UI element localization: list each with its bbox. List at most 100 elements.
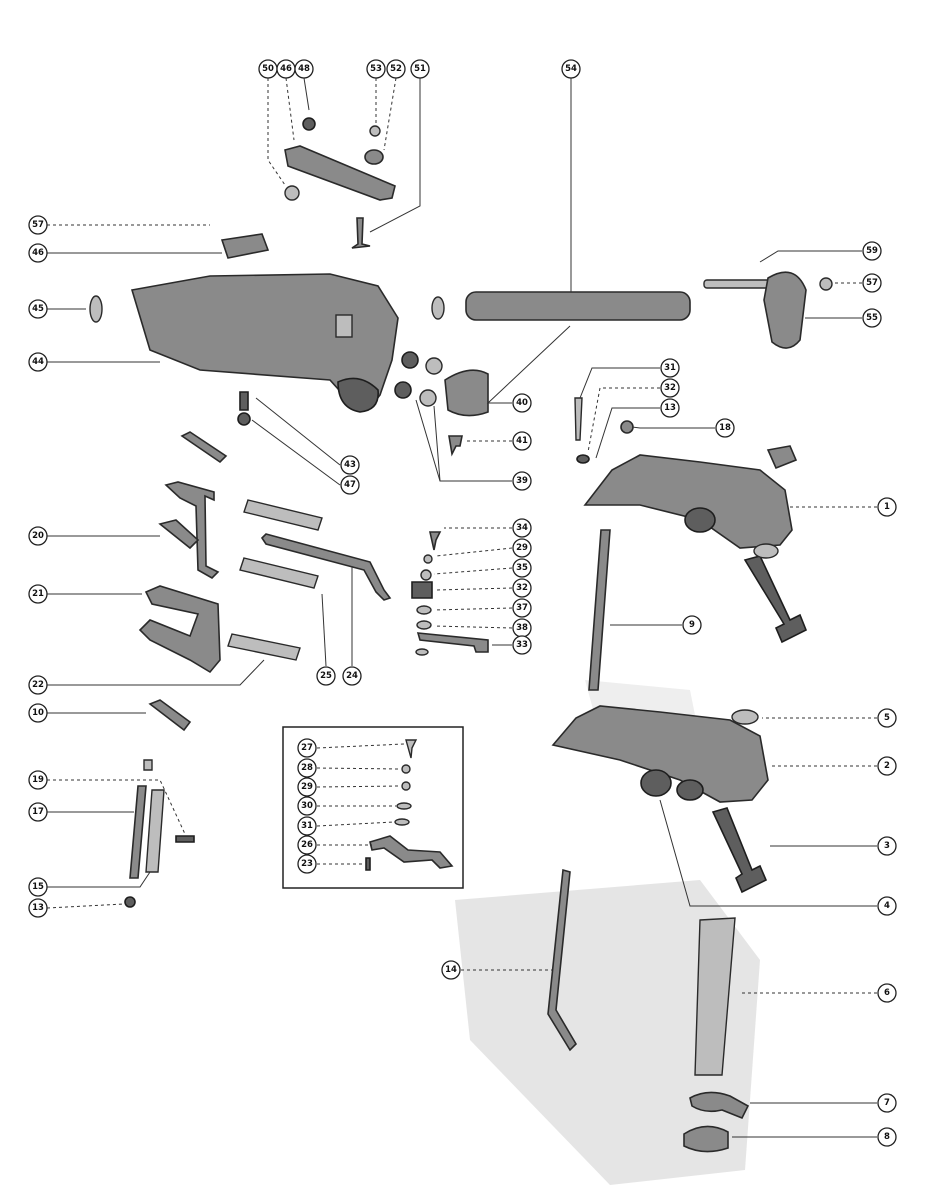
bushing-47 (237, 412, 251, 426)
screw-41 (448, 435, 463, 457)
spring-rail (180, 431, 228, 464)
callout-14-label: 14 (445, 965, 457, 975)
bushing-39b (425, 357, 443, 375)
callout-40: 40 (512, 393, 532, 413)
callout-6-label: 6 (884, 988, 890, 998)
callout-13-right: 13 (660, 398, 680, 418)
callout-23-inset: 23 (297, 854, 317, 874)
callout-31: 31 (660, 358, 680, 378)
spacer-40 (444, 369, 489, 417)
callout-22: 22 (28, 675, 48, 695)
nut-57 (819, 277, 833, 291)
swivel-bracket (130, 273, 399, 412)
screw-34 (429, 531, 442, 551)
inset-washer-30 (396, 802, 412, 810)
bushing-8 (683, 1125, 729, 1153)
inset-screw-27 (405, 739, 418, 759)
callout-38: 38 (512, 618, 532, 638)
tube-6 (694, 917, 736, 1076)
callout-59-label: 59 (866, 246, 878, 256)
tilt-tube-54 (465, 291, 691, 321)
callout-40-label: 40 (516, 398, 528, 408)
swivel-bracket-slot (335, 314, 353, 338)
bolt-51 (351, 217, 371, 249)
callout-14: 14 (441, 960, 461, 980)
spring-upper (243, 499, 323, 531)
washer-5 (731, 709, 759, 725)
callout-29-inset-label: 29 (301, 782, 313, 792)
inset-pin-23 (365, 857, 371, 871)
bolt-31 (574, 397, 583, 441)
callout-32-label: 32 (516, 583, 528, 593)
bushing-50 (284, 185, 300, 201)
callout-32-right-label: 32 (664, 383, 676, 393)
bushing-43 (239, 391, 249, 411)
callout-8-label: 8 (884, 1132, 890, 1142)
clip-32 (411, 581, 433, 599)
callout-24-label: 24 (346, 671, 358, 681)
lever-48 (284, 145, 396, 201)
callout-39: 39 (512, 471, 532, 491)
callout-55-label: 55 (866, 313, 878, 323)
callout-44-label: 44 (32, 357, 44, 367)
washer-38 (416, 620, 432, 630)
pin-19 (143, 759, 153, 771)
swivel-bracket-hub (337, 377, 379, 413)
callout-7-label: 7 (884, 1098, 890, 1108)
callout-17-label: 17 (32, 807, 44, 817)
callout-13-left: 13 (28, 898, 48, 918)
callout-21: 21 (28, 584, 48, 604)
frame-21 (138, 585, 221, 674)
callout-31-inset-label: 31 (301, 821, 313, 831)
callout-31-label: 31 (664, 363, 676, 373)
callout-18-right: 18 (715, 418, 735, 438)
callout-15: 15 (28, 877, 48, 897)
callout-30-inset: 30 (297, 796, 317, 816)
callout-20-label: 20 (32, 531, 44, 541)
callout-26-inset-label: 26 (301, 840, 313, 850)
callout-28-inset: 28 (297, 758, 317, 778)
stern-bracket-1-boss (684, 507, 716, 533)
callout-57-right-label: 57 (866, 278, 878, 288)
callout-46-left: 46 (28, 243, 48, 263)
pad-4 (640, 769, 672, 797)
callout-51-top-label: 51 (414, 64, 426, 74)
washer-37 (416, 605, 432, 615)
bushing-39c (394, 381, 412, 399)
spring-22 (227, 633, 301, 661)
inset-washer-28 (401, 764, 411, 774)
callout-8: 8 (877, 1127, 897, 1147)
inset-washer-31 (394, 818, 410, 826)
spring-lower (239, 557, 319, 589)
callout-4: 4 (877, 896, 897, 916)
clamp-screw-3 (711, 807, 768, 894)
bolt-59 (703, 279, 775, 289)
callout-33-label: 33 (516, 640, 528, 650)
callouts: 50 46 48 53 52 51 54 57 46 45 44 59 57 5… (28, 59, 897, 1147)
callout-37: 37 (512, 598, 532, 618)
callout-41: 41 (512, 431, 532, 451)
callout-19-label: 19 (32, 775, 44, 785)
callout-5: 5 (877, 708, 897, 728)
callout-45-label: 45 (32, 304, 44, 314)
bushing-39a (401, 351, 419, 369)
pin-18 (175, 835, 195, 843)
callout-28-inset-label: 28 (301, 763, 313, 773)
plate-46 (220, 233, 270, 259)
callout-7: 7 (877, 1093, 897, 1113)
callout-30-inset-label: 30 (301, 801, 313, 811)
callout-21-label: 21 (32, 589, 44, 599)
callout-3-label: 3 (884, 841, 890, 851)
callout-48-label: 48 (298, 64, 310, 74)
callout-43: 43 (340, 455, 360, 475)
callout-2-label: 2 (884, 761, 890, 771)
lever-33 (416, 632, 489, 653)
washer-bottom (415, 648, 429, 656)
callout-9: 9 (682, 615, 702, 635)
inset-detail-box (282, 726, 464, 889)
lever-20 (164, 481, 220, 579)
bar-10 (148, 699, 192, 732)
callout-51-top: 51 (410, 59, 430, 79)
callout-2: 2 (877, 756, 897, 776)
